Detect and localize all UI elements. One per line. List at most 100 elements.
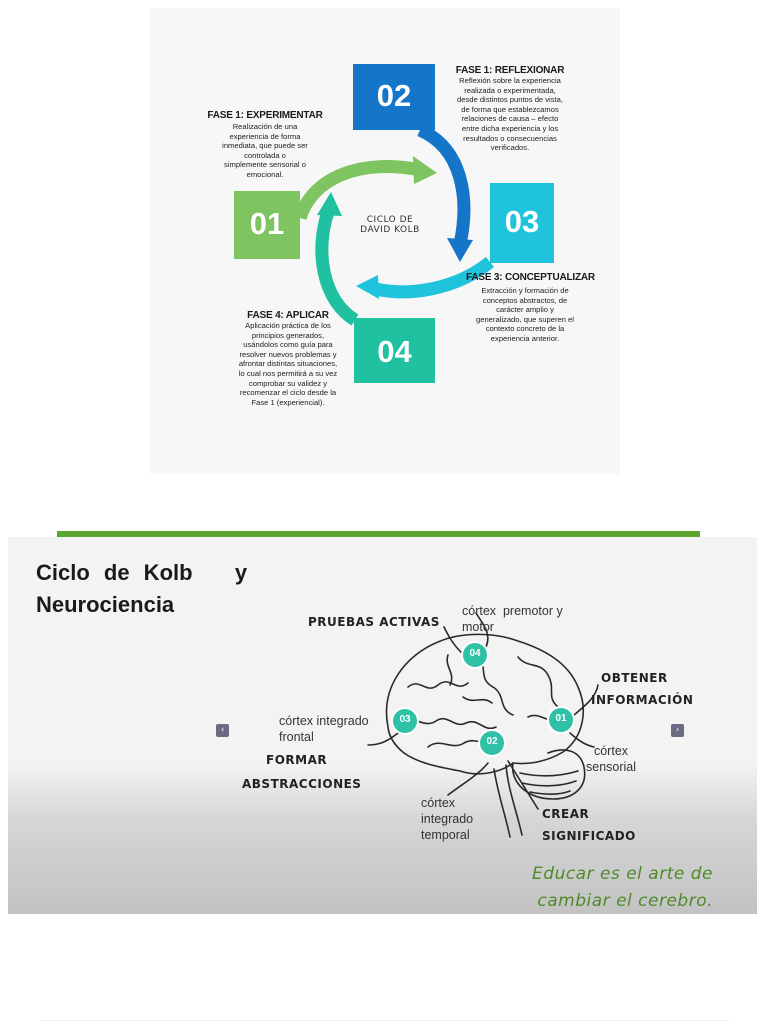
phase-number-01: 01 <box>249 206 285 241</box>
label-temporal-line1: córtex <box>421 796 456 810</box>
block-03 <box>490 183 554 263</box>
label-frontal: córtex integrado frontal <box>279 713 369 745</box>
quote-line2: cambiar el cerebro. <box>537 891 713 911</box>
label-sensorial-line2: sensorial <box>586 760 637 774</box>
desc-line: verificados. <box>490 143 530 153</box>
desc-line: generalizado, que superen el <box>476 314 574 324</box>
desc-line: experiencia anterior. <box>490 333 560 343</box>
next-slide-button[interactable]: › <box>671 724 684 737</box>
brain-illustration <box>367 612 599 838</box>
desc-line: resolver nuevos problemas y <box>239 349 337 359</box>
arrow-formar <box>367 732 399 746</box>
desc-line: carácter amplio y <box>496 305 554 315</box>
desc-line: simplemente sensorial o <box>224 160 306 170</box>
desc-line: usándolos como guía para <box>243 340 333 350</box>
arrow-02-to-03 <box>417 124 471 246</box>
cerebellum-line <box>521 780 577 787</box>
center-label-line2: DAVID KOLB <box>360 225 420 235</box>
arrowhead-teal <box>317 192 342 216</box>
label-temporal-line2: integrado <box>421 812 474 826</box>
desc-line: conceptos abstractos, de <box>482 295 568 305</box>
kolb-cycle-graphic <box>234 64 554 383</box>
badge-02-label: 02 <box>486 736 498 747</box>
label-frontal-line2: frontal <box>279 730 314 744</box>
cerebellum <box>511 749 586 800</box>
cycle-center-label: CICLO DE DAVID KOLB <box>345 215 435 235</box>
brain-stem <box>493 768 511 838</box>
slide-title-line1: Ciclo de Kolb y <box>36 560 248 585</box>
arrowhead-cyan <box>356 275 379 299</box>
center-label-line1: CICLO DE <box>366 215 414 225</box>
phase4-title: FASE 4: APLICAR <box>247 310 329 321</box>
desc-line: entre dicha experiencia y los <box>461 123 559 133</box>
label-obtener-informacion-2: INFORMACIÓN <box>591 693 694 707</box>
desc-line: principios generados, <box>251 330 325 340</box>
desc-line: contexto concreto de la <box>485 324 565 334</box>
brain-fold <box>446 654 453 686</box>
desc-line: Reflexión sobre la experiencia <box>459 76 561 85</box>
label-crear-2: SIGNIFICADO <box>542 829 636 843</box>
desc-line: controlada o <box>244 150 286 160</box>
prev-slide-button[interactable]: ‹ <box>216 724 229 737</box>
arrow-premotor <box>475 612 489 648</box>
label-sensorial: córtex sensorial <box>586 743 636 775</box>
brain-fold <box>407 681 469 689</box>
phase4-desc: Aplicación práctica de los principios ge… <box>220 321 356 407</box>
desc-line: de forma que establezcamos <box>461 104 559 114</box>
brain-fold <box>517 656 559 708</box>
desc-line: realizada o experimentada, <box>464 85 556 95</box>
desc-line: recomenzar el ciclo desde la <box>239 388 337 398</box>
block-01 <box>234 191 300 259</box>
label-frontal-line1: córtex integrado <box>279 714 369 728</box>
desc-line: emocional. <box>246 169 284 179</box>
desc-line: desde distintos puntos de vista, <box>457 95 563 105</box>
desc-line: relaciones de causa – efecto <box>461 114 559 124</box>
slide-title: Ciclo de Kolb y Neurociencia <box>36 557 247 621</box>
desc-line: inmediata, que puede ser <box>222 141 308 151</box>
badge-03-circle <box>391 707 419 735</box>
label-crear-1: CREAR <box>542 807 590 821</box>
cerebellum-line <box>519 770 579 777</box>
arrow-03-to-04 <box>370 256 495 299</box>
phase1-title: FASE 1: EXPERIMENTAR <box>207 110 323 121</box>
label-sensorial-line1: córtex <box>593 744 629 758</box>
arrow-temporal <box>447 762 489 796</box>
arrow-sensorial <box>569 732 595 748</box>
desc-line: experiencia de forma <box>229 131 301 141</box>
brain-outline <box>385 633 585 775</box>
label-temporal: córtex integrado temporal <box>421 795 473 843</box>
block-02 <box>353 64 435 130</box>
phase3-desc: Extracción y formación de conceptos abst… <box>462 286 588 344</box>
brain-stem <box>505 764 523 836</box>
arrowhead-blue <box>447 238 473 262</box>
badge-04-label: 04 <box>469 648 481 659</box>
desc-line: afrontar distintas situaciones, <box>238 359 338 369</box>
arrow-pruebas <box>443 626 464 655</box>
desc-line: comprobar su validez y <box>248 378 328 388</box>
green-divider <box>57 531 700 537</box>
label-temporal-line3: temporal <box>421 828 470 842</box>
badge-01-label: 01 <box>555 713 567 724</box>
arrow-04-to-01 <box>315 209 359 326</box>
phase-number-04: 04 <box>377 334 412 369</box>
desc-line: lo cual nos permitirá a su vez <box>238 368 338 378</box>
label-pruebas-activas: PRUEBAS ACTIVAS <box>308 615 440 629</box>
bottom-separator <box>40 1020 730 1021</box>
cerebellum-line <box>529 790 571 795</box>
badge-01-circle <box>547 706 575 734</box>
arrow-obtener <box>573 684 599 716</box>
desc-line: Aplicación práctica de los <box>245 321 331 330</box>
quote-line1: Educar es el arte de <box>532 864 713 884</box>
arrow-01-to-02 <box>293 160 422 221</box>
arrowhead-green <box>413 156 437 184</box>
brain-fold <box>402 717 497 730</box>
arrow-crear <box>507 760 539 810</box>
block-04 <box>354 318 435 383</box>
label-premotor: córtex premotor y motor <box>462 603 563 635</box>
label-formar-2: ABSTRACCIONES <box>242 777 362 791</box>
slide-title-line2: Neurociencia <box>36 592 175 617</box>
neuroscience-slide: Ciclo de Kolb y Neurociencia <box>8 537 757 914</box>
desc-line: Extracción y formación de <box>481 286 569 295</box>
badge-03-label: 03 <box>399 714 411 725</box>
phase-number-02: 02 <box>376 78 412 113</box>
